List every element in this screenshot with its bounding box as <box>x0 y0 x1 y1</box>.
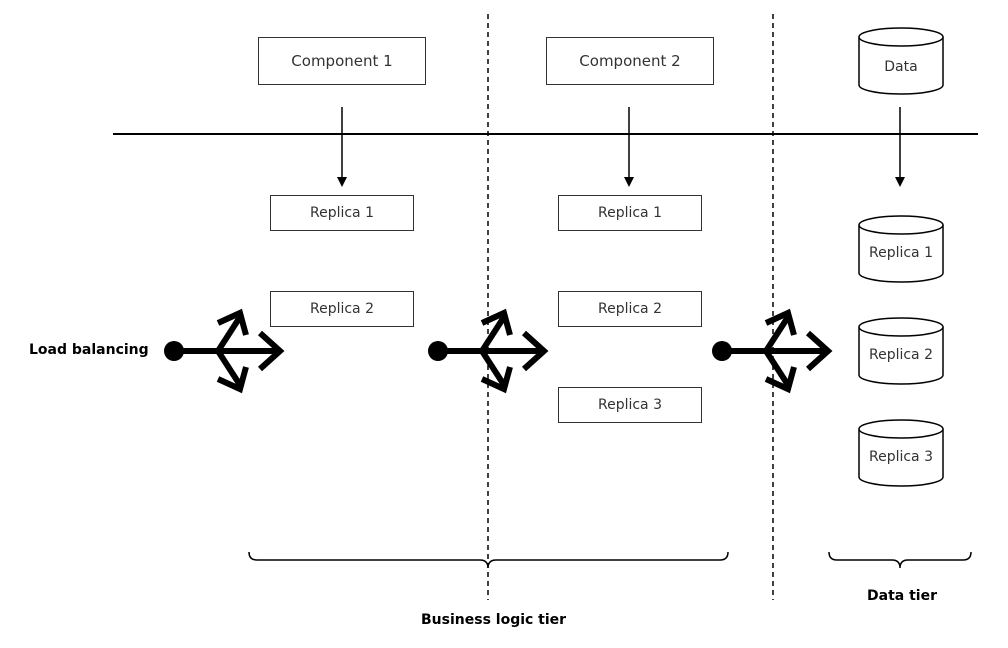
database-icon <box>858 27 944 95</box>
business-logic-tier-label: Business logic tier <box>421 612 567 628</box>
business-logic-brace <box>248 551 729 569</box>
data-label: Data <box>884 59 918 75</box>
data-replica-2: Replica 2 <box>858 317 944 385</box>
component-1-replica-2: Replica 2 <box>270 291 414 327</box>
data-replica-3-label: Replica 3 <box>868 449 933 465</box>
data-replica-1-label: Replica 1 <box>868 245 933 261</box>
component-1-box: Component 1 <box>258 37 426 85</box>
component-2-box: Component 2 <box>546 37 714 85</box>
data-replica-1: Replica 1 <box>858 215 944 283</box>
load-balancing-label: Load balancing <box>29 342 149 358</box>
database-icon <box>858 317 944 385</box>
component-2-replica-1: Replica 1 <box>558 195 702 231</box>
data-replica-2-label: Replica 2 <box>868 347 933 363</box>
component-2-replica-2: Replica 2 <box>558 291 702 327</box>
database-icon <box>858 419 944 487</box>
data-tier-label: Data tier <box>867 588 937 604</box>
component-2-replica-3: Replica 3 <box>558 387 702 423</box>
data-replica-3: Replica 3 <box>858 419 944 487</box>
load-balancer-icon <box>164 308 285 394</box>
load-balancer-icon <box>712 308 833 394</box>
load-balancer-icon <box>428 308 549 394</box>
data-tier-brace <box>828 551 972 569</box>
component-1-replica-1: Replica 1 <box>270 195 414 231</box>
database-icon <box>858 215 944 283</box>
data-cylinder: Data <box>858 27 944 95</box>
